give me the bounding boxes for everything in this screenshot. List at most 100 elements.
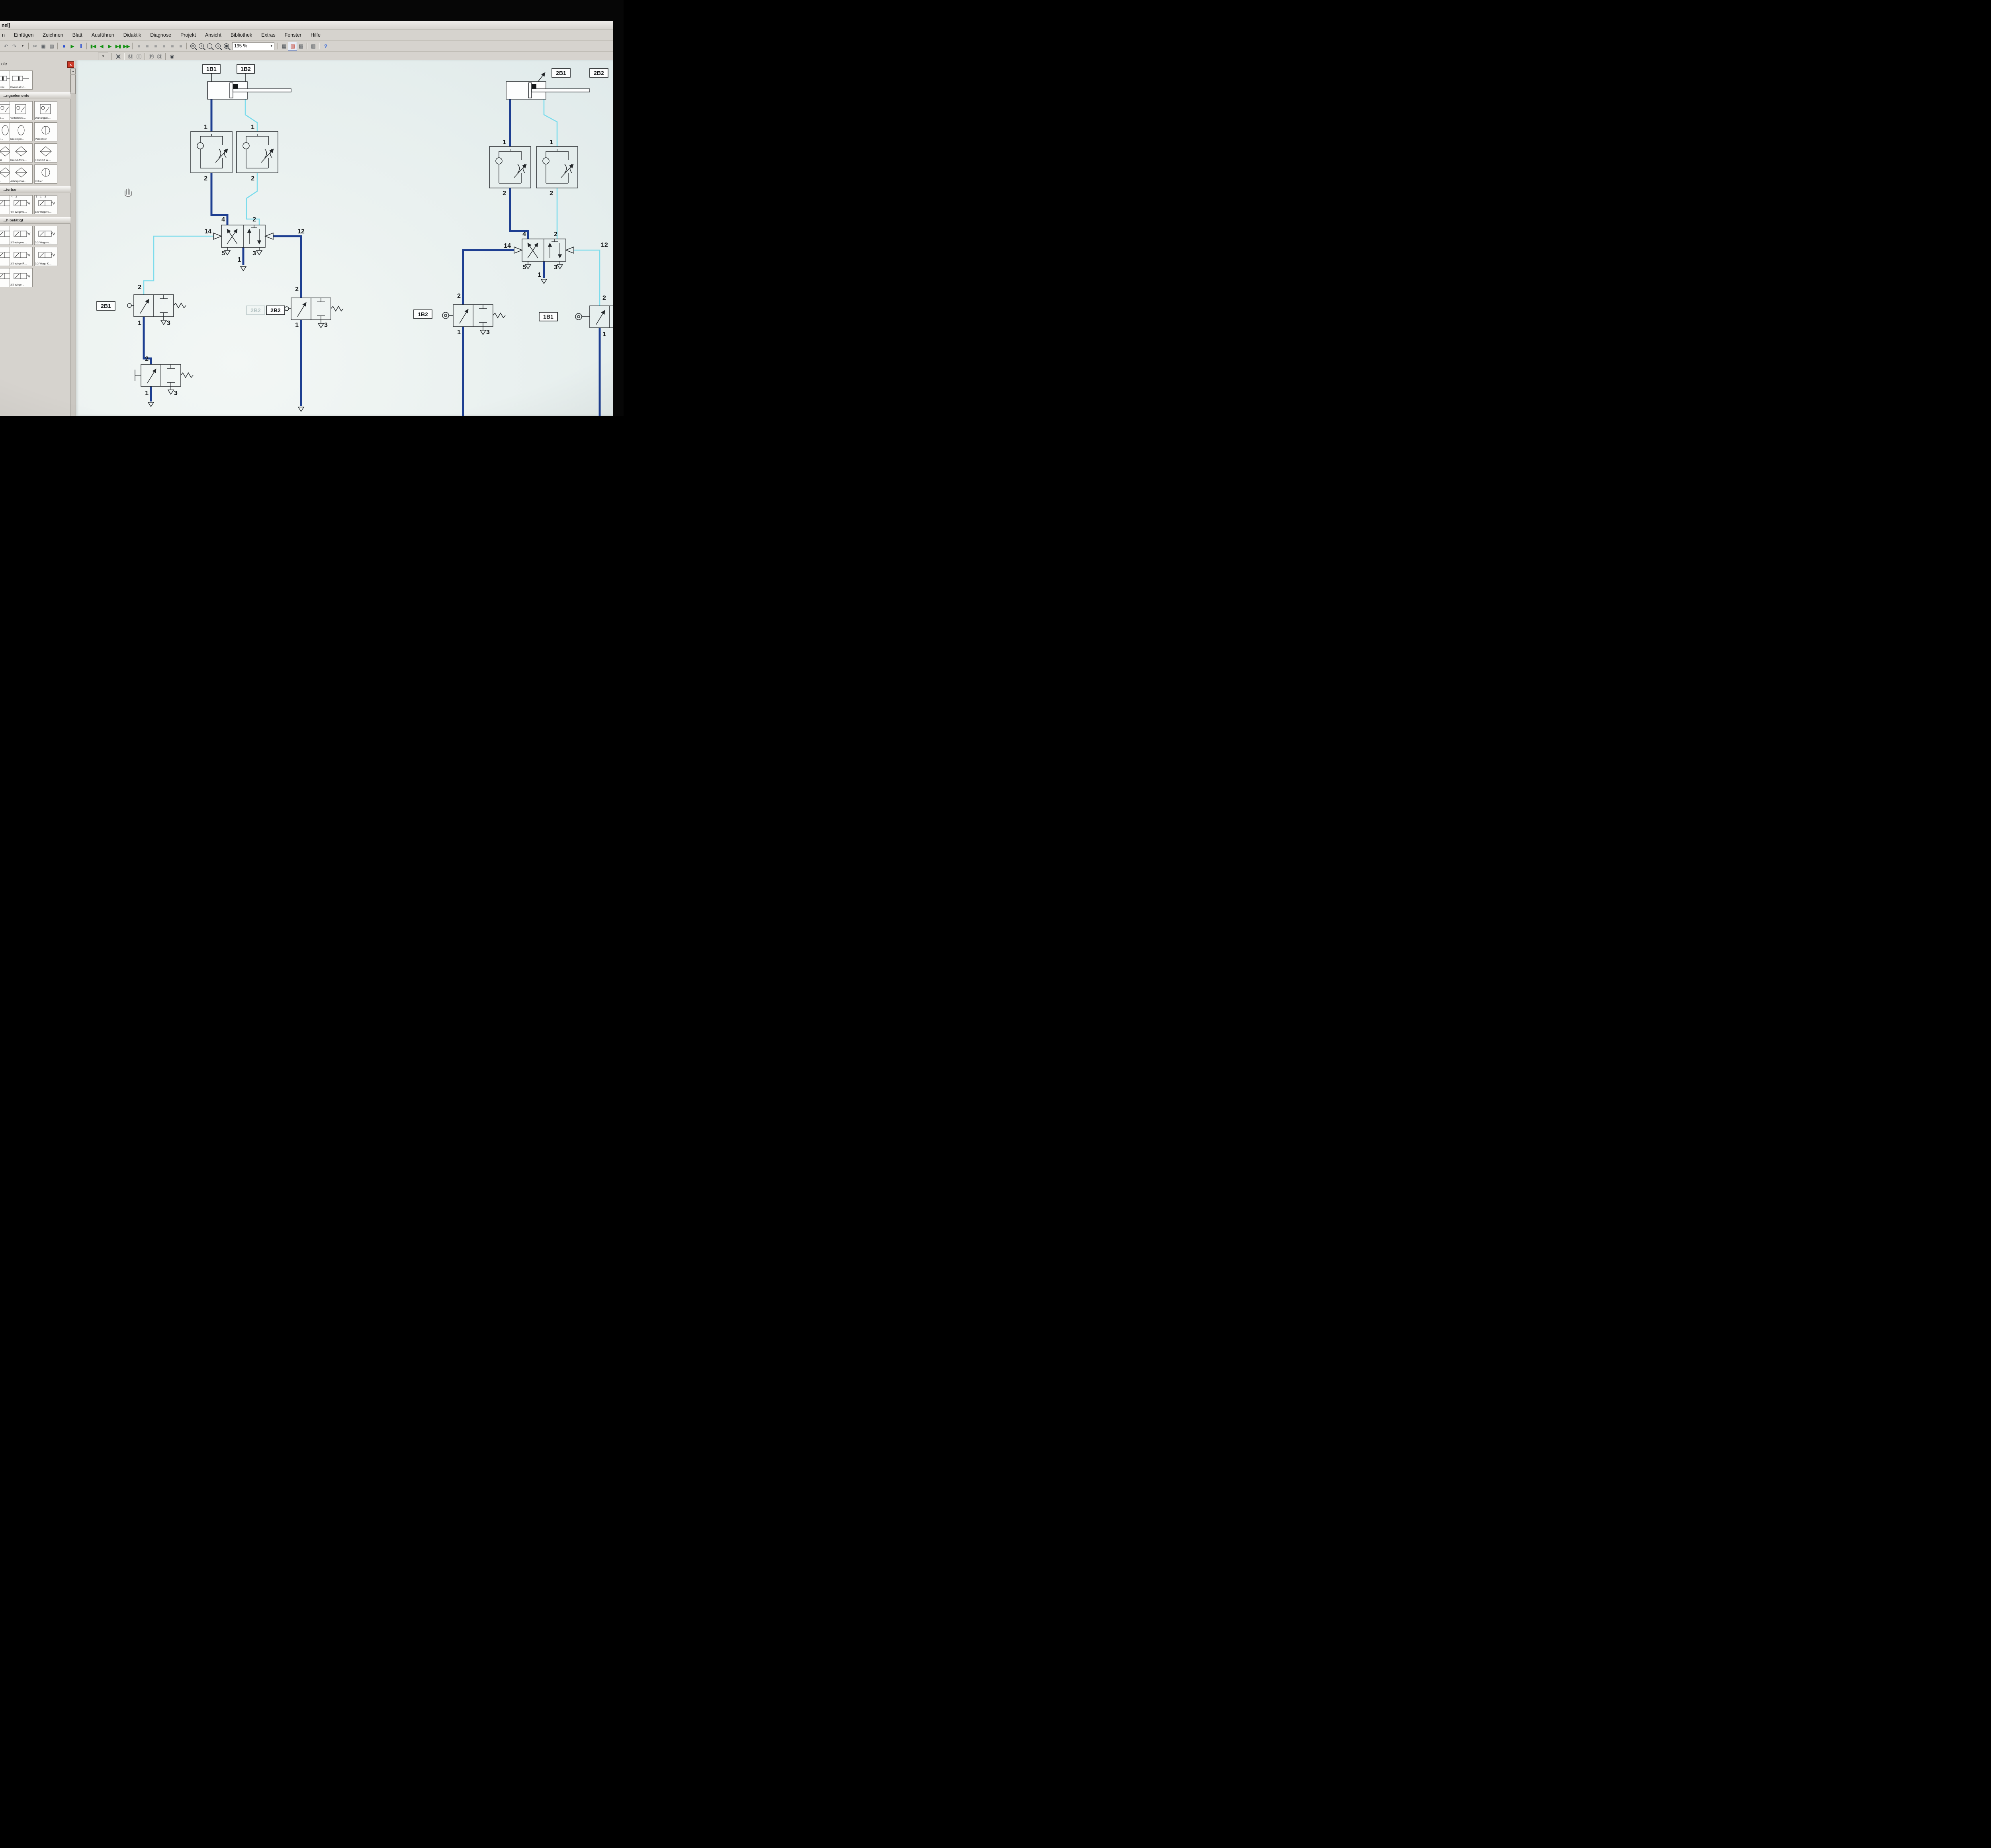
title-bar: nel]	[0, 21, 613, 30]
menu-bibliothek[interactable]: Bibliothek	[230, 32, 252, 38]
wire-idle-left[interactable]	[143, 99, 260, 295]
component-thumb-32-wege-r[interactable]: 3/2-Wege-R…	[10, 247, 33, 266]
flow-control-valve-3[interactable]: 1 2	[489, 139, 531, 197]
jump-start-icon[interactable]: ▮◀	[90, 43, 96, 49]
zoom-fit-icon[interactable]: ▣	[222, 42, 231, 50]
play-icon[interactable]: ▶	[70, 43, 74, 49]
circuit-left: 1B1 1B2 1 2 1 2	[96, 64, 344, 412]
menu-diagnose[interactable]: Diagnose	[150, 32, 172, 38]
component-thumb-pneumatic[interactable]: Pneumatisc…	[10, 70, 33, 90]
tool-dropdown[interactable]: ▾	[98, 52, 108, 61]
wire-idle-right[interactable]	[543, 99, 600, 306]
align-middle-icon[interactable]: ≡	[171, 43, 174, 49]
main-toolbar: ↶ ↷ ▾ ✂ ▣ ▤ ■ ▶ ‖ ▮◀ ◀ ▶ ▶▮ ▶▶ ≡ ≡ ≡ ≡ ≡…	[0, 41, 613, 52]
redo-icon[interactable]: ↷	[12, 43, 16, 49]
align-right-icon[interactable]: ≡	[154, 43, 157, 49]
menu-ausfuehren[interactable]: Ausführen	[91, 32, 114, 38]
menu-didaktik[interactable]: Didaktik	[123, 32, 141, 38]
menu-extras[interactable]: Extras	[261, 32, 276, 38]
valve-52-left[interactable]: 4 2 14 12 5 3 1	[204, 216, 305, 271]
schematic-canvas[interactable]: 1B1 1B2 1 2 1 2	[76, 60, 614, 416]
menu-hilfe[interactable]: Hilfe	[310, 32, 321, 38]
palette-close-button[interactable]: x	[67, 61, 74, 68]
scrollbar-thumb[interactable]	[70, 75, 76, 94]
component-thumb-32-wege-k[interactable]: 3/2-Wege-K…	[34, 247, 57, 266]
component-thumb-32-wege[interactable]: 3/2-Wege…	[10, 268, 33, 287]
zoom-window-icon[interactable]: ▭	[189, 42, 197, 50]
palette-tab[interactable]: ole	[0, 60, 76, 69]
component-thumb-32-wegeventil[interactable]: 3/2-Wegeve…	[10, 226, 33, 245]
d-indicator-icon[interactable]: Ⓓ	[157, 54, 162, 60]
scroll-up-icon[interactable]: ▲	[70, 69, 76, 74]
component-thumb-32-wegeventil[interactable]: 3/2-Wegeve…	[34, 226, 57, 245]
component-thumb[interactable]: Kühler	[34, 164, 57, 184]
component-thumb[interactable]: Verteilerblo…	[10, 101, 33, 120]
palette-section-versorgung[interactable]: …ngselemente	[0, 92, 70, 99]
toolbar-separator	[186, 43, 187, 49]
chevron-down-icon: ▾	[270, 44, 272, 48]
pliers-icon[interactable]	[114, 53, 122, 61]
i-indicator-icon[interactable]: Ⓘ	[136, 54, 141, 60]
palette-scrollbar[interactable]: ▲	[70, 69, 76, 416]
cylinder-1[interactable]: 1B1 1B2	[202, 64, 291, 100]
redo-dropdown-icon[interactable]: ▾	[22, 44, 24, 48]
svg-text:1: 1	[145, 390, 149, 397]
paste-icon[interactable]: ▤	[49, 43, 54, 49]
copy-icon[interactable]: ▣	[41, 43, 45, 49]
pause-icon[interactable]: ‖	[80, 43, 82, 49]
align-center-icon[interactable]: ≡	[146, 43, 149, 49]
menu-fenster[interactable]: Fenster	[284, 32, 301, 38]
menu-ansicht[interactable]: Ansicht	[205, 32, 221, 38]
fast-forward-icon[interactable]: ▶▶	[123, 43, 130, 49]
align-left-icon[interactable]: ≡	[137, 43, 140, 49]
flow-control-valve-1[interactable]: 1 2	[191, 124, 232, 182]
help-icon[interactable]: ?	[324, 43, 328, 49]
view-split-icon[interactable]: ▧	[298, 43, 303, 49]
valve-32-bottom-left[interactable]: 2 1 3	[135, 356, 194, 407]
cut-icon[interactable]: ✂	[33, 43, 37, 49]
wire-pressure-left[interactable]	[143, 99, 302, 406]
zoom-in-icon[interactable]: +	[197, 42, 205, 50]
palette-section-konfigurierbar[interactable]: …ierbar	[0, 186, 70, 193]
cylinder-2[interactable]: 2B1 2B2	[506, 68, 608, 100]
menu-einfuegen[interactable]: Einfügen	[14, 32, 34, 38]
u-indicator-icon[interactable]: Ⓤ	[128, 54, 133, 60]
flow-control-valve-2[interactable]: 1 2	[237, 124, 278, 182]
wire-pressure-right[interactable]	[462, 99, 601, 416]
step-forward-icon[interactable]: ▶▮	[115, 43, 121, 49]
valve-32-2b2[interactable]: 2B2 2B2 2 1 3	[246, 286, 344, 412]
p-indicator-icon[interactable]: Ⓟ	[149, 54, 154, 60]
component-thumb[interactable]: Druckluftfilte…	[10, 143, 33, 162]
menu-projekt[interactable]: Projekt	[180, 32, 196, 38]
zoom-level-combobox[interactable]: 195 % ▾	[232, 42, 274, 50]
target-icon[interactable]: ◉	[170, 53, 174, 59]
view-grid-icon[interactable]: ▦	[282, 43, 287, 49]
undo-icon[interactable]: ↶	[4, 43, 8, 49]
menu-zeichnen[interactable]: Zeichnen	[43, 32, 63, 38]
component-thumb[interactable]: Wartungsei…	[34, 101, 57, 120]
step-back-icon[interactable]: ◀	[100, 43, 103, 49]
palette-section-mechanisch[interactable]: …h betätigt	[0, 217, 70, 224]
component-thumb[interactable]: Filter mit W…	[34, 143, 57, 162]
zoom-out-icon[interactable]: −	[205, 42, 214, 50]
menu-fragment[interactable]: n	[2, 32, 5, 38]
flow-control-valve-4[interactable]: 1 2	[536, 139, 578, 197]
step-play-icon[interactable]: ▶	[108, 43, 111, 49]
stop-icon[interactable]: ■	[63, 43, 65, 49]
component-thumb[interactable]: Verdichter	[34, 122, 57, 141]
view-page-icon[interactable]: ▥	[288, 41, 297, 51]
align-top-icon[interactable]: ≡	[162, 43, 165, 49]
valve-32-1b1[interactable]: 1B1 2 1	[539, 295, 614, 338]
valve-32-2b1[interactable]: 2B1 2 1 3	[96, 284, 186, 327]
zoom-100-icon[interactable]: 1	[214, 42, 222, 50]
valve-52-right[interactable]: 4 2 14 12 5 3 1	[504, 231, 608, 284]
align-bottom-icon[interactable]: ≡	[179, 43, 182, 49]
valve-32-1b2[interactable]: 1B2 2 1 3	[413, 293, 506, 336]
component-thumb[interactable]: Druckspei…	[10, 122, 33, 141]
menu-blatt[interactable]: Blatt	[72, 32, 82, 38]
component-thumb[interactable]: Adsorptions…	[10, 164, 33, 184]
library-icon[interactable]: ▥	[311, 43, 316, 49]
svg-text:3: 3	[486, 329, 490, 336]
